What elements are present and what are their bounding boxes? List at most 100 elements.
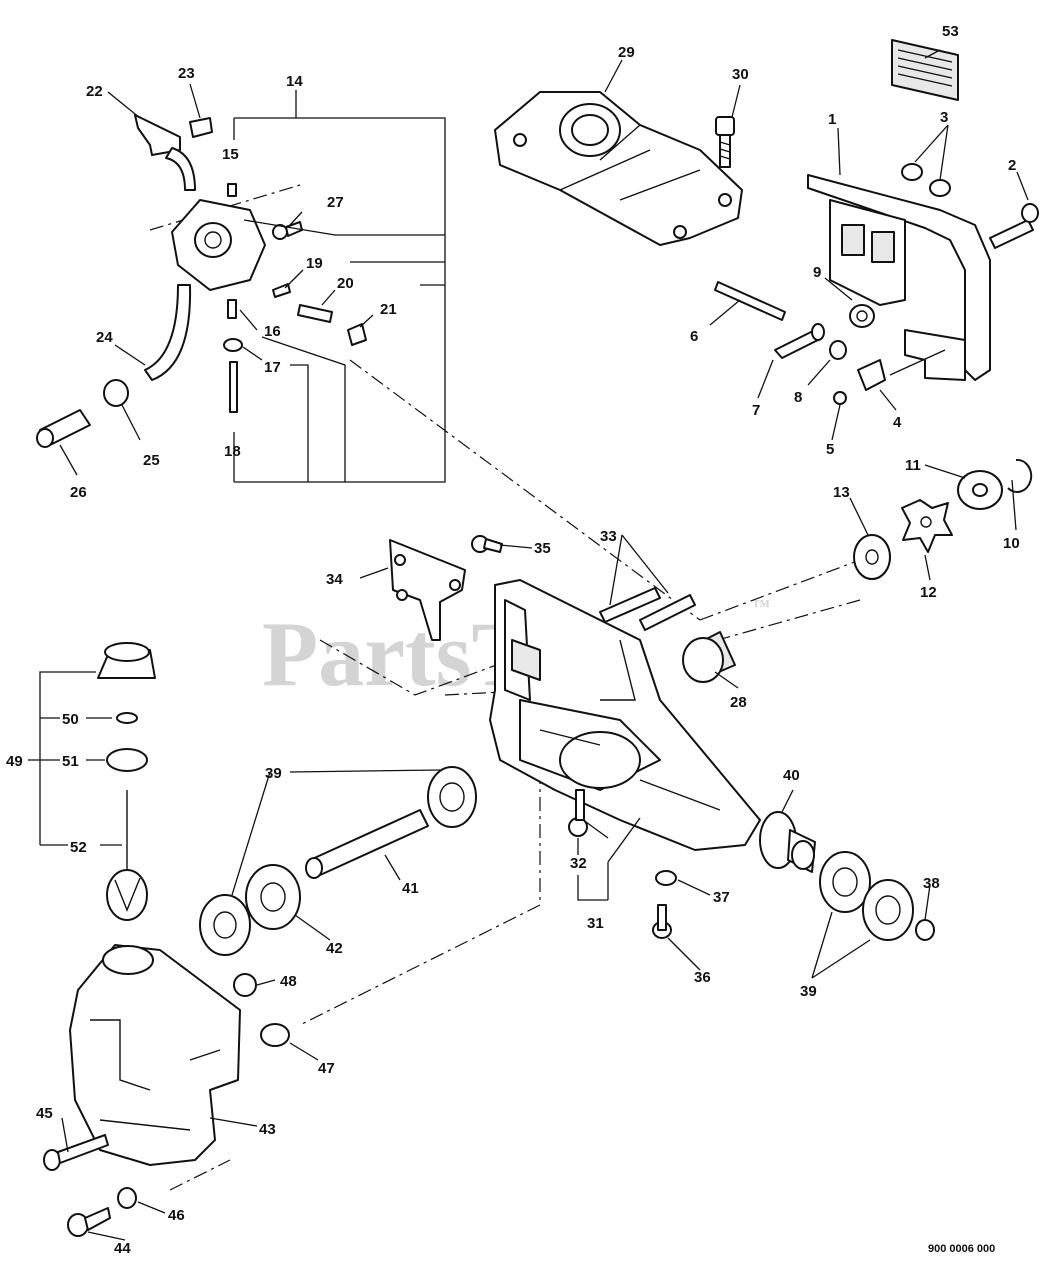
star-holder-part-12 [901,499,953,553]
bolt-part-2 [989,203,1039,249]
circlip-part-10 [1007,458,1033,493]
washer-part-37 [655,870,677,886]
shaft-pin-part-7 [774,323,825,359]
callout-8: 8 [794,389,802,406]
gear-part-42 [245,864,301,930]
callout-51: 51 [62,753,79,770]
callout-46: 46 [168,1207,185,1224]
callout-10: 10 [1003,535,1020,552]
shaft-part-41 [305,809,429,879]
cap-part-23 [189,117,213,138]
callout-44: 44 [114,1240,131,1257]
nuts-part-3 [901,163,951,197]
callout-18: 18 [224,443,241,460]
callout-14: 14 [286,73,303,90]
tube-part-22 [134,114,196,191]
watermark-tm: ™ [752,596,770,616]
callout-30: 30 [732,66,749,83]
callout-11: 11 [905,457,921,474]
callout-26: 26 [70,484,87,501]
callout-35: 35 [534,540,551,557]
callout-31: 31 [587,915,604,932]
bushing-part-47 [260,1023,290,1047]
bolt-part-44 [67,1207,111,1237]
callout-2: 2 [1008,157,1016,174]
spring-part-15 [227,183,237,197]
callout-3: 3 [940,109,948,126]
ring-part-51 [106,748,148,772]
nut-part-9 [849,304,875,328]
callout-23: 23 [178,65,195,82]
callout-1: 1 [828,111,836,128]
callout-53: 53 [942,23,959,40]
clip-part-4 [857,359,886,391]
screw-part-20 [297,304,333,323]
assembly-center-lines [149,184,861,1191]
upper-housing-part-29 [494,91,743,246]
callout-32: 32 [570,855,587,872]
label-sheet-part-53 [891,39,959,101]
callout-39-right: 39 [800,983,817,1000]
callout-12: 12 [920,584,937,601]
leader-lines [28,49,1029,1241]
callout-21: 21 [380,301,397,318]
callout-7: 7 [752,402,760,419]
nut-part-48 [233,973,257,997]
callout-20: 20 [337,275,354,292]
hose-part-24 [144,284,192,381]
callout-42: 42 [326,940,343,957]
callout-47: 47 [318,1060,335,1077]
callout-17: 17 [264,359,281,376]
callout-28: 28 [730,694,747,711]
callout-49: 49 [6,753,23,770]
bolt-part-36 [652,904,672,939]
carburetor-body [171,199,266,291]
callout-25: 25 [143,452,160,469]
callout-50: 50 [62,711,79,728]
callout-29: 29 [618,44,635,61]
bushing-part-46 [117,1187,137,1209]
callout-43: 43 [259,1121,276,1138]
knurled-nut-part-28 [682,631,736,683]
cap-part-21 [347,323,367,346]
fitting-part-25 [103,379,129,407]
screw-part-30 [715,116,735,168]
bearing-part-39-top [427,766,477,828]
pin-part-6 [714,281,786,321]
callout-48: 48 [280,973,297,990]
lower-housing-part-43 [69,944,241,1166]
washer-part-17 [223,338,243,352]
gear-shaft-part-40 [759,811,816,873]
filter-part-26 [36,409,91,448]
screw-part-5 [833,391,847,405]
plate-part-34 [389,539,466,641]
bearing-part-39-left [199,894,251,956]
callout-52: 52 [70,839,87,856]
guard-bracket-part-1 [807,174,991,381]
callout-6: 6 [690,328,698,345]
bolt-part-45 [43,1134,109,1171]
spring-part-16 [227,299,237,319]
callout-4: 4 [893,414,902,431]
callout-5: 5 [826,441,834,458]
cap-part-49 [97,642,156,679]
screw-part-35 [471,535,503,553]
callout-41: 41 [402,880,419,897]
dipstick-part-52 [106,790,148,921]
callout-37: 37 [713,889,730,906]
studs-part-33 [599,587,696,631]
bolt-part-32 [568,789,588,837]
ring-part-50 [116,712,138,724]
callout-19: 19 [306,255,323,272]
screw-part-27 [272,221,303,240]
callout-36: 36 [694,969,711,986]
callout-40: 40 [783,767,800,784]
drawing-number: 900 0006 000 [928,1243,995,1255]
washer-part-8 [829,340,847,360]
gear-case-part-31 [489,579,761,851]
callout-labels: 1 2 3 4 5 6 7 8 9 10 11 12 13 14 15 16 1… [6,23,1020,1257]
callout-13: 13 [833,484,850,501]
callout-39-top: 39 [265,765,282,782]
washer-part-13 [853,534,891,580]
